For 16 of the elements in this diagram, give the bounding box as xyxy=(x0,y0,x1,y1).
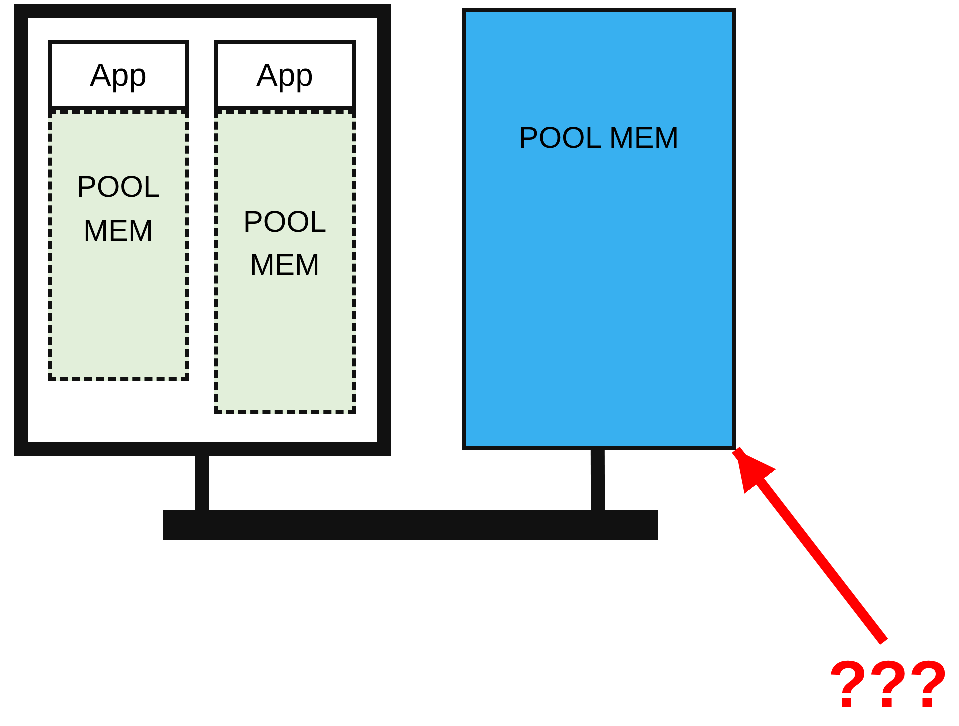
memory-pool-label: POOL MEM xyxy=(242,204,328,284)
memory-pool-label: POOL MEM xyxy=(518,121,680,158)
memory-pool-label: POOL MEM xyxy=(76,170,162,250)
bus-bar xyxy=(163,510,658,540)
app-box xyxy=(214,40,356,110)
shared-memory-pool-box xyxy=(462,8,736,450)
server-box xyxy=(14,4,391,456)
connector-line xyxy=(195,456,209,510)
app-label: App xyxy=(256,56,314,95)
connector-line xyxy=(590,450,606,510)
memory-pool-box xyxy=(48,110,189,381)
question-marks: ??? xyxy=(818,642,959,726)
memory-pool-box xyxy=(214,110,356,414)
arrow xyxy=(732,446,888,646)
app-label: App xyxy=(90,56,147,95)
app-box xyxy=(48,40,189,110)
